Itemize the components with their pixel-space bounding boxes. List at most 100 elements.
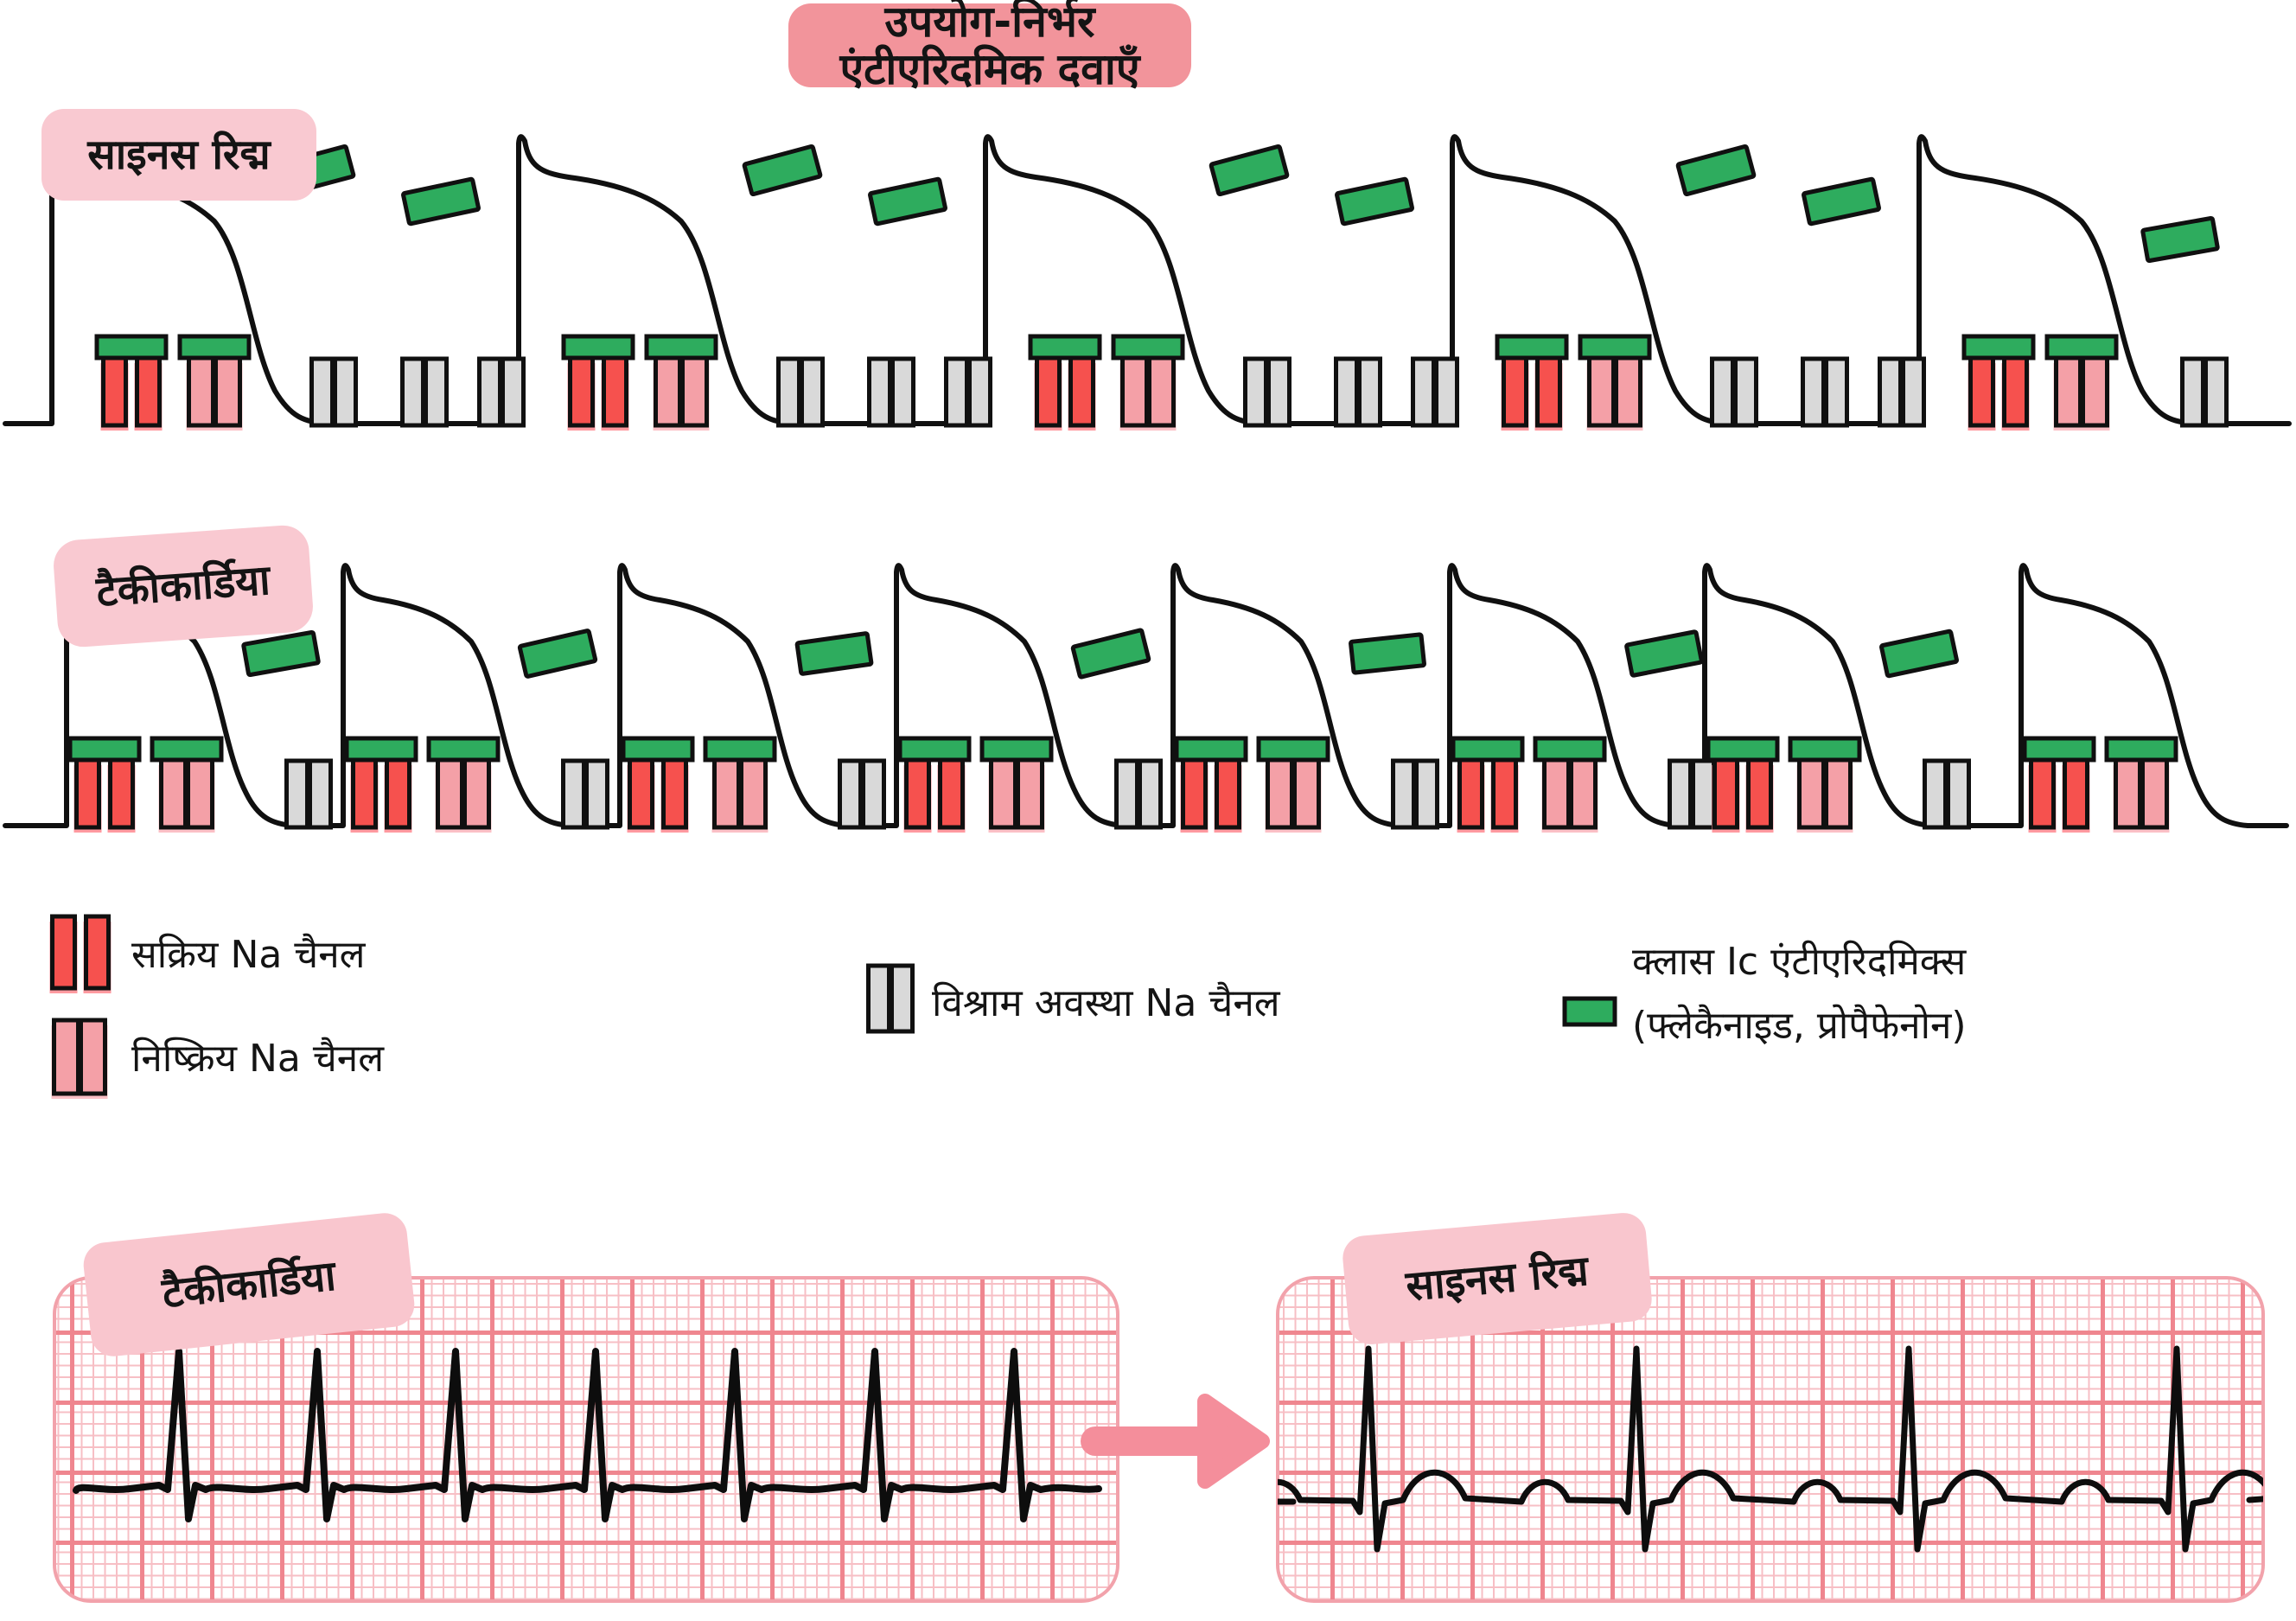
legend-inactive-symbol bbox=[51, 1018, 108, 1099]
channel-bar bbox=[2114, 757, 2142, 830]
channel-bar bbox=[1457, 757, 1484, 830]
class-ic-drug-pill bbox=[868, 176, 947, 227]
channel-bar bbox=[1491, 757, 1518, 830]
inactive-na-channel-pair bbox=[1533, 736, 1607, 833]
active-na-channel-pair bbox=[561, 334, 635, 431]
drug-cap bbox=[1961, 334, 2036, 361]
channel-bar bbox=[602, 355, 628, 428]
action-potential-curve bbox=[3, 134, 2292, 426]
drug-cap bbox=[1578, 334, 1652, 361]
drug-cap bbox=[897, 736, 972, 763]
channel-bar bbox=[501, 356, 526, 428]
channel-bar bbox=[628, 757, 654, 830]
legend-drug-symbol bbox=[1562, 996, 1617, 1027]
channel-bar bbox=[2140, 757, 2169, 830]
class-ic-drug-pill bbox=[1802, 176, 1881, 227]
channel-bar bbox=[1712, 757, 1739, 830]
channel-bar bbox=[1138, 758, 1163, 830]
active-na-channel-pair bbox=[1028, 334, 1102, 431]
channel-bar bbox=[1266, 757, 1294, 830]
resting-na-channel-pair bbox=[1923, 758, 1971, 830]
channel-bar bbox=[1733, 356, 1758, 428]
channel-bar bbox=[2002, 355, 2029, 428]
resting-na-channel-pair bbox=[561, 758, 609, 830]
legend-label-resting-na-channel: विश्राम अवस्था Na चैनल bbox=[932, 981, 1280, 1025]
resting-na-channel-pair bbox=[867, 356, 915, 428]
channel-bar bbox=[424, 356, 449, 428]
ecg-panel-sinus bbox=[1276, 1276, 2265, 1603]
channel-bar bbox=[890, 963, 915, 1034]
channel-bar bbox=[1614, 355, 1642, 428]
inactive-na-channel-pair bbox=[2104, 736, 2178, 833]
arrow-right-icon bbox=[1081, 1394, 1270, 1489]
inactive-na-channel-pair bbox=[1788, 736, 1862, 833]
resting-na-channel-pair bbox=[944, 356, 992, 428]
channel-bar bbox=[462, 757, 491, 830]
active-na-channel-pair bbox=[1174, 736, 1248, 833]
drug-cap bbox=[1495, 334, 1569, 361]
active-na-channel-pair bbox=[897, 736, 972, 833]
inactive-na-channel-pair bbox=[2044, 334, 2119, 431]
channel-bar bbox=[938, 757, 965, 830]
drug-cap bbox=[621, 736, 695, 763]
channel-bar bbox=[1968, 355, 1995, 428]
channel-bar bbox=[309, 356, 335, 428]
legend-label-class-ic-line2: (फ्लेकैनाइड, प्रोपैफेनोन) bbox=[1632, 1004, 1967, 1048]
class-ic-drug-pill bbox=[401, 176, 481, 227]
channel-bar bbox=[1502, 355, 1528, 428]
channel-bar bbox=[1016, 757, 1044, 830]
resting-na-channel-pair bbox=[1710, 356, 1758, 428]
inactive-na-channel-pair bbox=[1111, 334, 1185, 431]
drug-cap bbox=[1533, 736, 1607, 763]
drug-cap bbox=[2044, 334, 2119, 361]
class-ic-drug-pill bbox=[1624, 629, 1704, 678]
channel-bar bbox=[1120, 355, 1149, 428]
channel-bar bbox=[1801, 356, 1826, 428]
channel-bar bbox=[1391, 758, 1416, 830]
channel-bar bbox=[1824, 356, 1849, 428]
resting-na-channel-pair bbox=[284, 758, 333, 830]
class-ic-drug-pill bbox=[517, 629, 598, 679]
channel-bar bbox=[1535, 355, 1562, 428]
channel-bar bbox=[2204, 356, 2229, 428]
inactive-na-channel-pair bbox=[703, 736, 777, 833]
class-ic-drug-pill bbox=[1675, 144, 1757, 197]
channel-bar bbox=[861, 758, 886, 830]
channel-bar bbox=[1923, 758, 1948, 830]
row-label-tachycardia: टैकीकार्डिया bbox=[52, 523, 315, 649]
resting-na-channel-pair bbox=[838, 758, 886, 830]
channel-bar bbox=[890, 356, 915, 428]
channel-bar bbox=[1035, 355, 1062, 428]
channel-bar bbox=[1587, 355, 1616, 428]
ap-row-sinus-rhythm bbox=[3, 134, 2292, 431]
class-ic-drug-pill bbox=[1349, 632, 1426, 675]
channel-bar bbox=[1147, 355, 1176, 428]
resting-na-channel-pair bbox=[1334, 356, 1382, 428]
class-ic-drug-pill bbox=[1335, 176, 1414, 227]
inactive-na-channel-pair bbox=[177, 334, 252, 431]
channel-bar bbox=[50, 914, 77, 991]
active-na-channel-pair bbox=[1961, 334, 2036, 431]
row-label-sinus-rhythm: साइनस रिद्म bbox=[41, 109, 316, 201]
channel-bar bbox=[1569, 757, 1598, 830]
drug-cap bbox=[426, 736, 501, 763]
ecg-trace-tachycardia bbox=[73, 1348, 1102, 1522]
class-ic-drug-pill bbox=[1070, 628, 1151, 680]
channel-bar bbox=[1901, 356, 1926, 428]
drug-cap bbox=[177, 334, 252, 361]
resting-na-channel-pair bbox=[1391, 758, 1439, 830]
legend-label-active-na-channel: सक्रिय Na चैनल bbox=[131, 933, 366, 977]
drug-cap bbox=[1111, 334, 1185, 361]
channel-bar bbox=[838, 758, 863, 830]
inactive-na-channel-pair bbox=[426, 736, 501, 833]
channel-bar bbox=[1114, 758, 1139, 830]
channel-bar bbox=[1266, 356, 1292, 428]
active-na-channel-pair bbox=[1451, 736, 1525, 833]
class-ic-drug-pill bbox=[241, 629, 321, 678]
drug-cap bbox=[1028, 334, 1102, 361]
channel-bar bbox=[1946, 758, 1971, 830]
channel-bar bbox=[712, 757, 741, 830]
drug-cap bbox=[344, 736, 418, 763]
active-na-channel-pair bbox=[621, 736, 695, 833]
